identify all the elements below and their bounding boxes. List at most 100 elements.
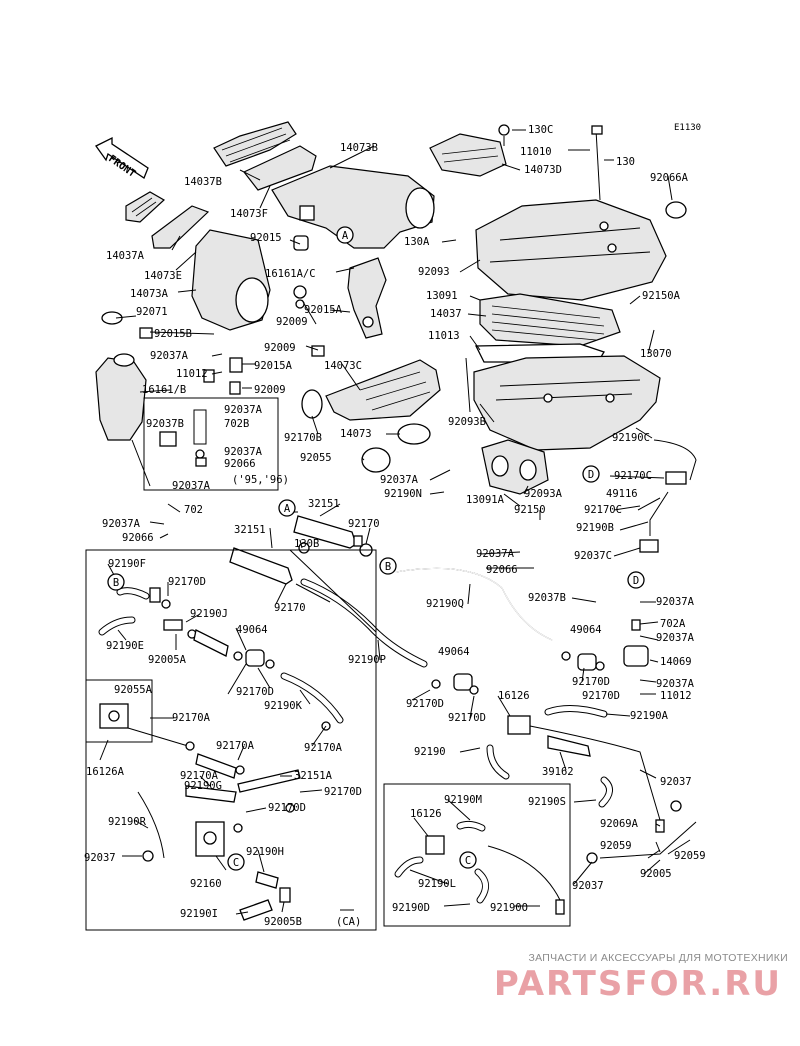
part-label: 92170D [448,712,486,724]
part-label: 92190H [246,846,284,858]
part-label: 11010 [520,146,552,158]
callout-layer: A A B B C C D D [107,226,645,871]
part-label: 92066 [224,458,256,470]
part-label: 92170 [274,602,306,614]
airbox-base [473,355,661,451]
part-label: 16126 [410,808,442,820]
part-label: 92170A [172,712,211,724]
part-label: 92093A [524,488,563,500]
part-label: 39162 [542,766,574,778]
part-label: 92170A [180,770,219,782]
part-label: 92190D [392,902,430,914]
callout-circle: A [278,499,296,517]
part-label: 49116 [606,488,638,500]
part-label: 11013 [428,330,460,342]
part-label: 92037A [224,404,263,416]
part-label: 92015 [250,232,282,244]
duct-14073f [243,145,317,191]
part-label: 92190O [490,902,528,914]
part-label: 92005A [148,654,187,666]
part-label: 92170D [582,690,620,702]
part-label: 92071 [136,306,168,318]
intake-13091a [481,439,549,495]
part-label: 92190G [184,780,222,792]
part-label: 14073 [340,428,372,440]
part-label: 92170A [304,742,343,754]
part-label: 92160 [190,878,222,890]
part-label: 92037 [572,880,604,892]
part-label: 14073D [524,164,562,176]
part-label: 92190R [108,816,147,828]
part-label: 92015A [304,304,343,316]
part-label: 92170A [216,740,255,752]
part-label: 92190C [612,432,650,444]
watermark-tagline: ЗАПЧАСТИ И АКСЕССУАРЫ ДЛЯ МОТОТЕХНИКИ [528,952,788,964]
tank-16161b [95,357,147,441]
part-label: 32151 [308,498,340,510]
part-label: 92037B [528,592,566,604]
part-label: 92009 [264,342,296,354]
part-label: 92009 [254,384,286,396]
part-label: 14037B [184,176,222,188]
duct-14073c [325,359,441,421]
watermark-brand: PARTSFOR.RU [493,964,782,1004]
part-label: 92009 [276,316,308,328]
part-label: 92170C [584,504,622,516]
part-label: 92170D [268,802,306,814]
diagram-code: E1130 [674,123,701,133]
part-label: 92190J [190,608,228,620]
duct-14073b [271,165,435,249]
callout-circle: C [459,851,477,869]
part-label: 92170D [572,676,610,688]
part-label: 92037A [656,596,695,608]
part-label: 92170 [348,518,380,530]
filter-14037a [125,191,166,223]
part-label: 92190S [528,796,566,808]
part-label: 92015B [154,328,192,340]
part-label: 92059 [600,840,632,852]
duct-14073d [429,133,507,177]
drawing-layer [85,121,697,931]
part-label: 14069 [660,656,692,668]
part-label: 92037C [574,550,612,562]
bracket-16161a [347,257,387,339]
airbox-cover [475,199,667,301]
part-label: 92190A [630,710,669,722]
part-label: 92190I [180,908,218,920]
part-label: 92190 [414,746,446,758]
part-label: 92170D [324,786,362,798]
part-label: 14073E [144,270,182,282]
part-label: 16126 [498,690,530,702]
leader-lines [99,129,691,915]
part-label: 11012 [660,690,692,702]
part-label: 92093 [418,266,450,278]
front-arrow-icon [95,136,149,179]
part-label: 92190M [444,794,482,806]
callout-circle: D [627,571,645,589]
part-label: 13070 [640,348,672,360]
callout-circle: A [336,226,354,244]
part-label: 32151A [294,770,333,782]
part-label: 92055A [114,684,153,696]
part-label: 92190F [108,558,146,570]
part-label: 49064 [438,646,470,658]
part-label: 130C [528,124,553,136]
part-label: 92190E [106,640,144,652]
svg-text:B: B [113,577,119,589]
part-label: 14073F [230,208,268,220]
part-label: 92170D [236,686,274,698]
part-label: 92037A [102,518,141,530]
part-label: 13091 [426,290,458,302]
part-label: 92170D [168,576,206,588]
part-label: 16161/B [142,384,186,396]
svg-text:A: A [284,503,291,515]
part-label: 14073A [130,288,169,300]
part-label: 14073C [324,360,362,372]
part-label: 702A [660,618,686,630]
svg-text:D: D [633,575,639,587]
callout-circle: D [582,465,600,483]
callout-circle: B [379,557,397,575]
filter-14073e [151,205,210,249]
part-label: 92190K [264,700,303,712]
